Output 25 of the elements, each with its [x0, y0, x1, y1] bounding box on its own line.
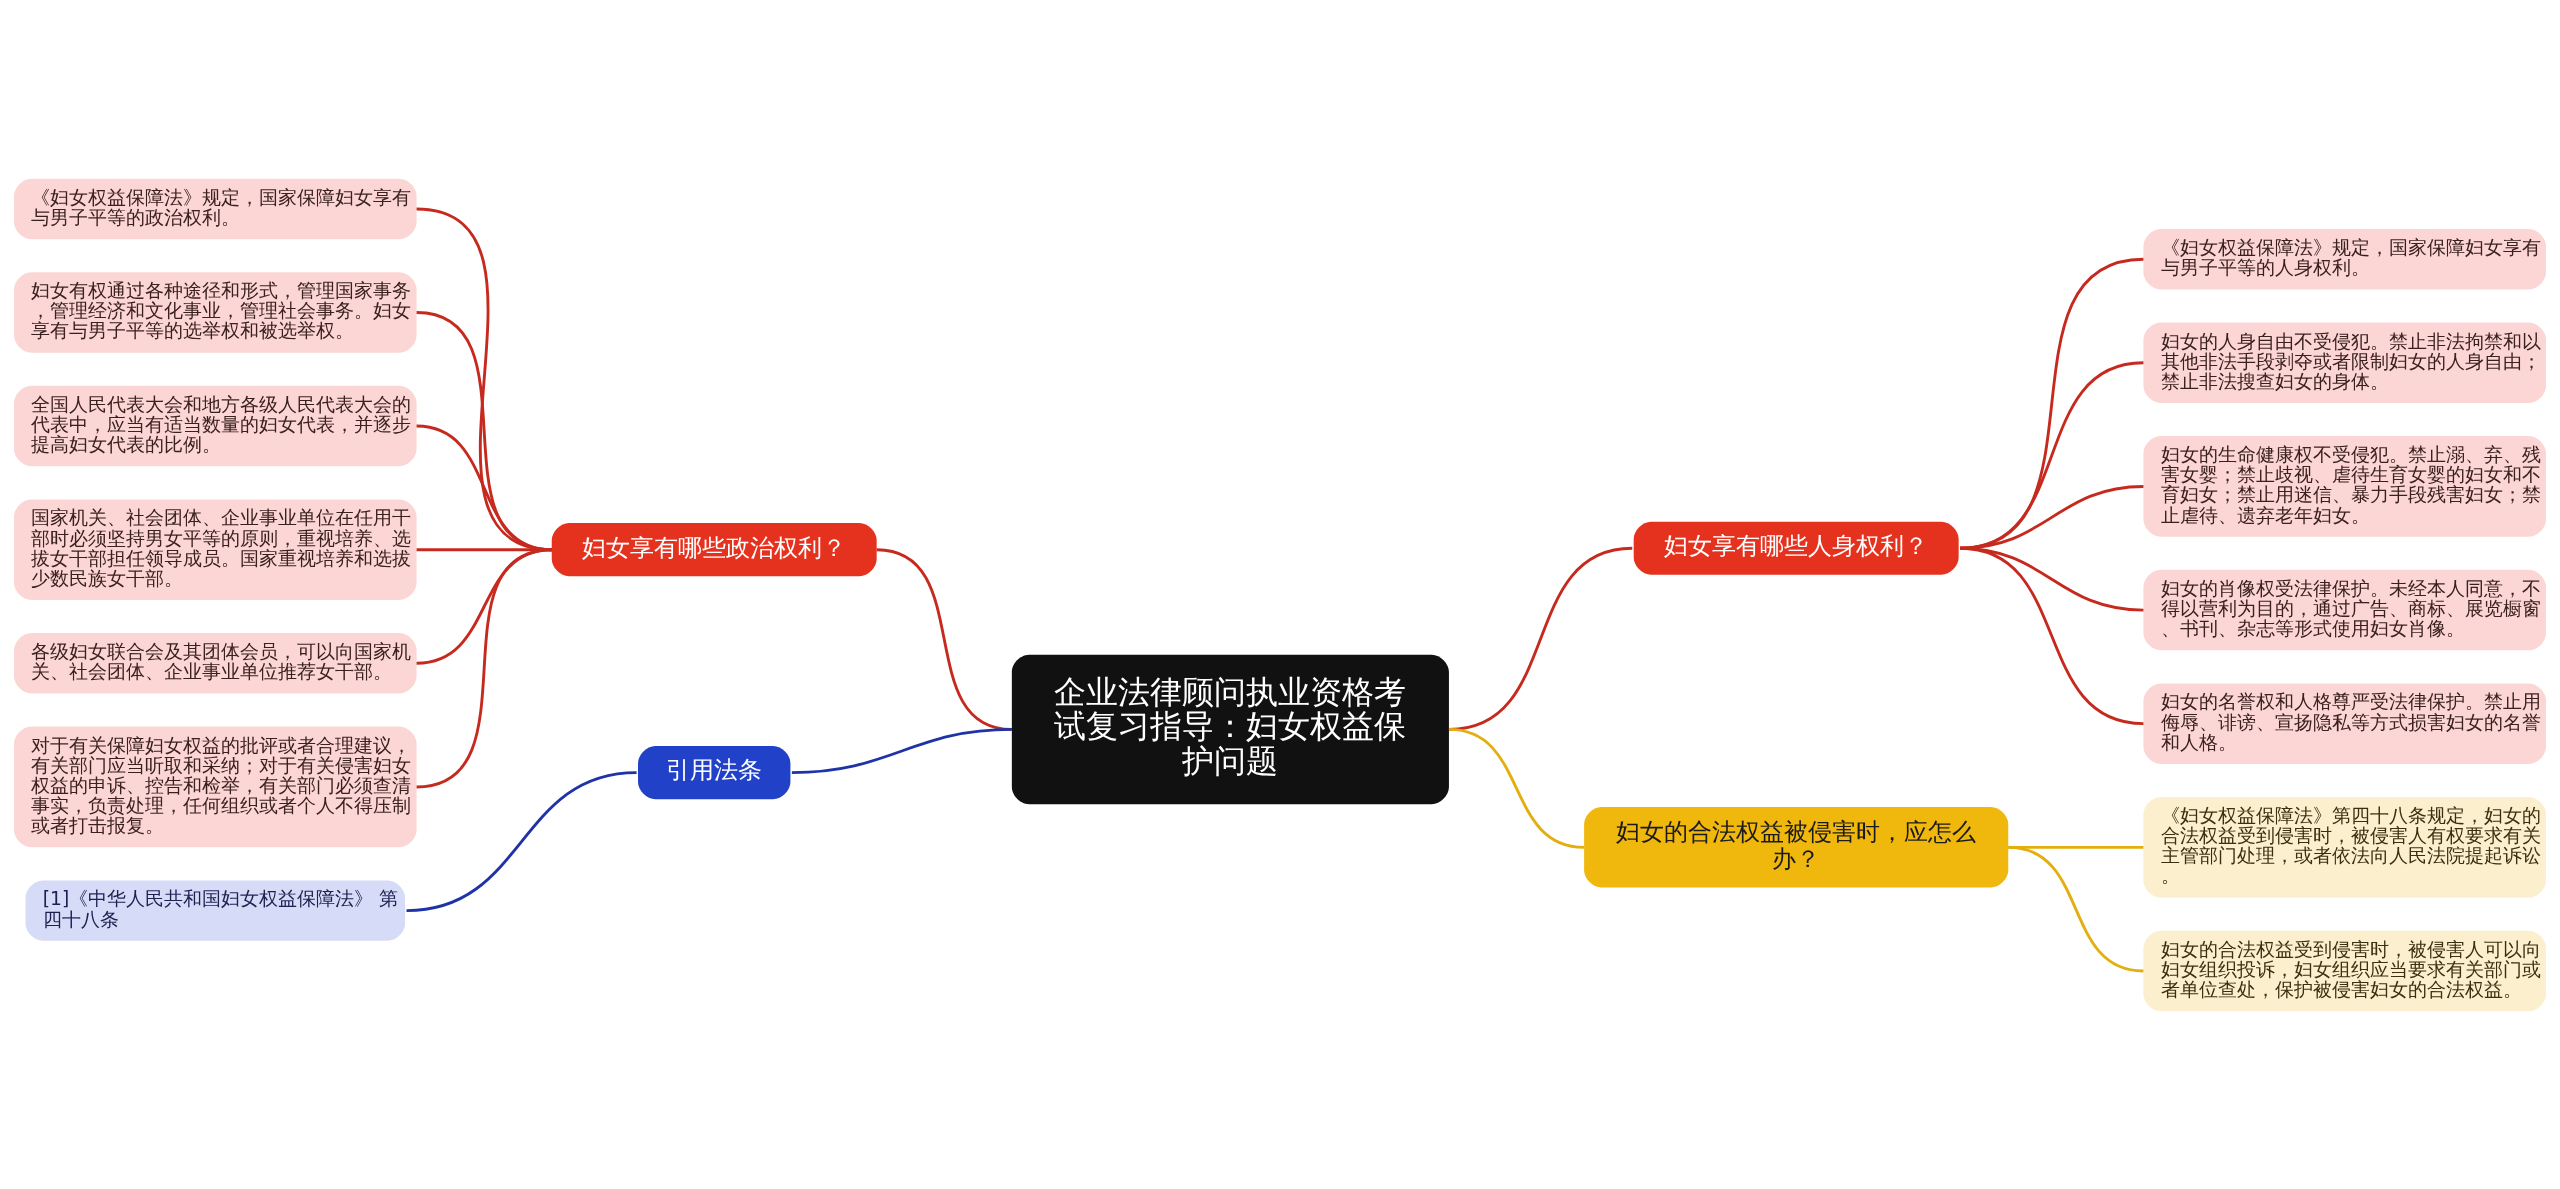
node-box: 妇女有权通过各种途径和形式，管理国家事务，管理经济和文化事业，管理社会事务。妇女享有与男子平等的选举权和被选举权。: [14, 271, 417, 353]
node-box: 《妇女权益保障法》规定，国家保障妇女享有与男子平等的政治权利。: [14, 178, 417, 239]
node-box: 妇女的合法权益被侵害时，应怎么办？: [1584, 806, 2009, 888]
node-box: 妇女的人身自由不受侵犯。禁止非法拘禁和以其他非法手段剥夺或者限制妇女的人身自由；禁止非法搜查妇女的身体。: [2143, 322, 2546, 403]
node-box: [1]《中华人民共和国妇女权益保障法》 第四十八条: [25, 879, 406, 941]
node-box: 对于有关保障妇女权益的批评或者合理建议，有关部门应当听取和采纳；对于有关侵害妇女权益的申诉、控告和检举，有关部门必须查清事实，负责处理，任何组织或者个人不得压制或者打击报复。: [14, 726, 417, 847]
node-box: 企业法律顾问执业资格考试复习指导：妇女权益保护问题: [1011, 654, 1449, 804]
connector: [1959, 546, 2144, 725]
node-box: 妇女的合法权益受到侵害时，被侵害人可以向妇女组织投诉，妇女组织应当要求有关部门或者单位查处，保护被侵害妇女的合法权益。: [2143, 930, 2546, 1011]
node-box: 各级妇女联合会及其团体会员，可以向国家机关、社会团体、企业事业单位推荐女干部。: [14, 632, 417, 693]
connector: [791, 727, 1012, 774]
node-box: 《妇女权益保障法》规定，国家保障妇女享有与男子平等的人身权利。: [2143, 228, 2546, 289]
node-box: 妇女享有哪些人身权利？: [1633, 521, 1959, 575]
node-box: 全国人民代表大会和地方各级人民代表大会的代表中，应当有适当数量的妇女代表，并逐步提高妇女代表的比例。: [14, 385, 417, 466]
node-box: 国家机关、社会团体、企业事业单位在任用干部时必须坚持男女平等的原则，重视培养、选拔女干部担任领导成员。国家重视培养和选拔少数民族女干部。: [14, 498, 417, 600]
connector: [406, 770, 637, 912]
node-box: 妇女的名誉权和人格尊严受法律保护。禁止用侮辱、诽谤、宣扬隐私等方式损害妇女的名誉和人格。: [2143, 682, 2546, 764]
node-box: 妇女享有哪些政治权利？: [551, 522, 877, 576]
connector: [2008, 845, 2144, 972]
connector: [1448, 727, 1585, 849]
node-box: 妇女的生命健康权不受侵犯。禁止溺、弃、残害女婴；禁止歧视、虐待生育女婴的妇女和不育妇女；禁止用迷信、暴力手段残害妇女；禁止虐待、遗弃老年妇女。: [2143, 435, 2546, 537]
node-box: 妇女的肖像权受法律保护。未经本人同意，不得以营利为目的，通过广告、商标、展览橱窗、书刊、杂志等形式使用妇女肖像。: [2143, 569, 2546, 650]
node-box: 引用法条: [638, 745, 791, 799]
node-box: 《妇女权益保障法》第四十八条规定，妇女的合法权益受到侵害时，被侵害人有权要求有关主管部门处理，或者依法向人民法院提起诉讼。: [2143, 796, 2546, 898]
connector: [416, 547, 552, 788]
